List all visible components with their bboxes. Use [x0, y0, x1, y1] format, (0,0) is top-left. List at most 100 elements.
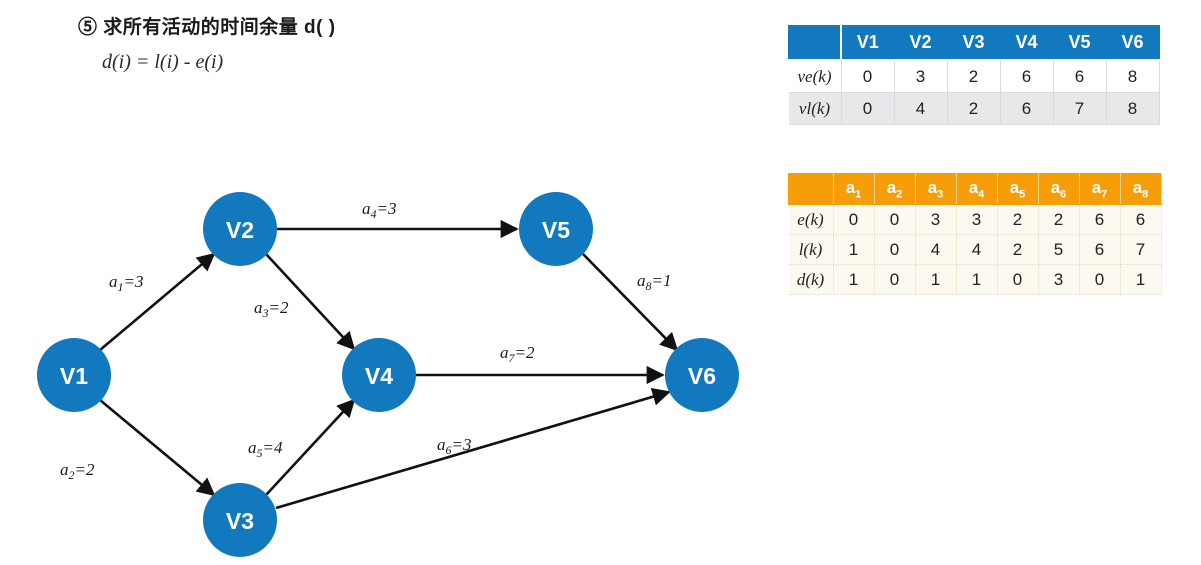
table-corner-cell	[788, 173, 834, 205]
cell-e-a1: 0	[833, 204, 875, 235]
graph-node-v4[interactable]: V4	[342, 338, 416, 412]
graph-node-v1[interactable]: V1	[37, 338, 111, 412]
table-row: vl(k) 0 4 2 6 7 8	[788, 92, 1160, 125]
edge-label-a4: a4=3	[362, 199, 396, 221]
cell-l-a3: 4	[915, 234, 957, 265]
edge-label-a2: a2=2	[60, 460, 95, 482]
cell-l-a2: 0	[874, 234, 916, 265]
cell-d-a1: 1	[833, 264, 875, 295]
cell-l-a1: 1	[833, 234, 875, 265]
node-circle-v6	[665, 338, 739, 412]
edge-a2	[99, 399, 216, 497]
cell-ve-v3: 2	[946, 59, 1001, 93]
cell-e-a3: 3	[915, 204, 957, 235]
graph-nodes: V1 V2 V3 V4 V5 V6	[37, 192, 739, 557]
cell-vl-v6: 8	[1105, 92, 1160, 125]
cell-vl-v1: 0	[840, 92, 895, 125]
activity-time-table: a1 a2 a3 a4 a5 a6 a7 a8 e(k) 0 0 3 3 2 2…	[788, 173, 1162, 295]
cell-l-a4: 4	[956, 234, 998, 265]
node-label-v2: V2	[226, 217, 254, 243]
node-label-v5: V5	[542, 217, 570, 243]
column-header-v6: V6	[1105, 25, 1160, 61]
cell-l-a7: 6	[1079, 234, 1121, 265]
node-circle-v2	[203, 192, 277, 266]
node-label-v6: V6	[688, 363, 716, 389]
table-row: d(k) 1 0 1 1 0 3 0 1	[788, 264, 1162, 295]
cell-l-a8: 7	[1120, 234, 1162, 265]
node-circle-v4	[342, 338, 416, 412]
cell-ve-v5: 6	[1052, 59, 1107, 93]
node-circle-v3	[203, 483, 277, 557]
cell-d-a8: 1	[1120, 264, 1162, 295]
cell-e-a7: 6	[1079, 204, 1121, 235]
edge-label-a6: a6=3	[437, 435, 471, 457]
edge-a1	[99, 252, 216, 351]
graph-node-v2[interactable]: V2	[203, 192, 277, 266]
edge-label-a5: a5=4	[248, 438, 283, 460]
column-header-v3: V3	[946, 25, 1001, 61]
cell-vl-v5: 7	[1052, 92, 1107, 125]
graph-node-v5[interactable]: V5	[519, 192, 593, 266]
column-header-v5: V5	[1052, 25, 1107, 61]
cell-d-a2: 0	[874, 264, 916, 295]
cell-e-a5: 2	[997, 204, 1039, 235]
cell-e-a8: 6	[1120, 204, 1162, 235]
cell-e-a4: 3	[956, 204, 998, 235]
column-header-v2: V2	[893, 25, 948, 61]
column-header-v4: V4	[999, 25, 1054, 61]
node-circle-v1	[37, 338, 111, 412]
heading-block: ⑤ 求所有活动的时间余量 d( ) d(i) = l(i) - e(i)	[78, 12, 336, 74]
table-header-row: a1 a2 a3 a4 a5 a6 a7 a8	[788, 173, 1162, 205]
table-header-row: V1 V2 V3 V4 V5 V6	[788, 25, 1160, 61]
activity-network-graph: a1=3 a2=2 a3=2 a4=3 a5=4 a6=3 a7=2 a8=1	[0, 150, 780, 565]
cell-ve-v6: 8	[1105, 59, 1160, 93]
edge-a6	[275, 387, 671, 510]
table-row: e(k) 0 0 3 3 2 2 6 6	[788, 204, 1162, 235]
column-header-a5: a5	[996, 173, 1039, 205]
row-header-l: l(k)	[788, 234, 834, 265]
cell-ve-v4: 6	[999, 59, 1054, 93]
column-header-a1: a1	[832, 173, 875, 205]
formula-text: d(i) = l(i) - e(i)	[102, 51, 224, 73]
cell-d-a4: 1	[956, 264, 998, 295]
cell-e-a6: 2	[1038, 204, 1080, 235]
column-header-a2: a2	[873, 173, 916, 205]
edge-a3	[265, 253, 356, 351]
cell-l-a6: 5	[1038, 234, 1080, 265]
cell-d-a7: 0	[1079, 264, 1121, 295]
graph-edge-labels: a1=3 a2=2 a3=2 a4=3 a5=4 a6=3 a7=2 a8=1	[60, 199, 671, 482]
column-header-v1: V1	[840, 25, 895, 61]
cell-vl-v3: 2	[946, 92, 1001, 125]
row-header-e: e(k)	[788, 204, 834, 235]
vertex-time-table: V1 V2 V3 V4 V5 V6 ve(k) 0 3 2 6 6 8 vl(k…	[788, 25, 1160, 125]
cell-ve-v1: 0	[840, 59, 895, 93]
cell-ve-v2: 3	[893, 59, 948, 93]
table-row: ve(k) 0 3 2 6 6 8	[788, 59, 1160, 93]
node-circle-v5	[519, 192, 593, 266]
edge-label-a3: a3=2	[254, 298, 289, 320]
table-row: l(k) 1 0 4 4 2 5 6 7	[788, 234, 1162, 265]
cell-d-a6: 3	[1038, 264, 1080, 295]
column-header-a4: a4	[955, 173, 998, 205]
edge-a5	[265, 398, 356, 496]
graph-edges	[99, 219, 679, 510]
cell-e-a2: 0	[874, 204, 916, 235]
row-header-d: d(k)	[788, 264, 834, 295]
cell-vl-v2: 4	[893, 92, 948, 125]
cell-vl-v4: 6	[999, 92, 1054, 125]
cell-d-a5: 0	[997, 264, 1039, 295]
column-header-a8: a8	[1119, 173, 1162, 205]
page-title: ⑤ 求所有活动的时间余量 d( )	[78, 17, 336, 38]
row-header-vl: vl(k)	[788, 92, 842, 125]
edge-label-a1: a1=3	[109, 272, 143, 294]
table-corner-cell	[788, 25, 842, 61]
edge-label-a7: a7=2	[500, 343, 535, 365]
node-label-v3: V3	[226, 508, 254, 534]
graph-svg: a1=3 a2=2 a3=2 a4=3 a5=4 a6=3 a7=2 a8=1	[37, 192, 739, 557]
cell-l-a5: 2	[997, 234, 1039, 265]
column-header-a3: a3	[914, 173, 957, 205]
node-label-v4: V4	[365, 363, 393, 389]
graph-node-v6[interactable]: V6	[665, 338, 739, 412]
graph-node-v3[interactable]: V3	[203, 483, 277, 557]
edge-a8	[582, 253, 679, 352]
